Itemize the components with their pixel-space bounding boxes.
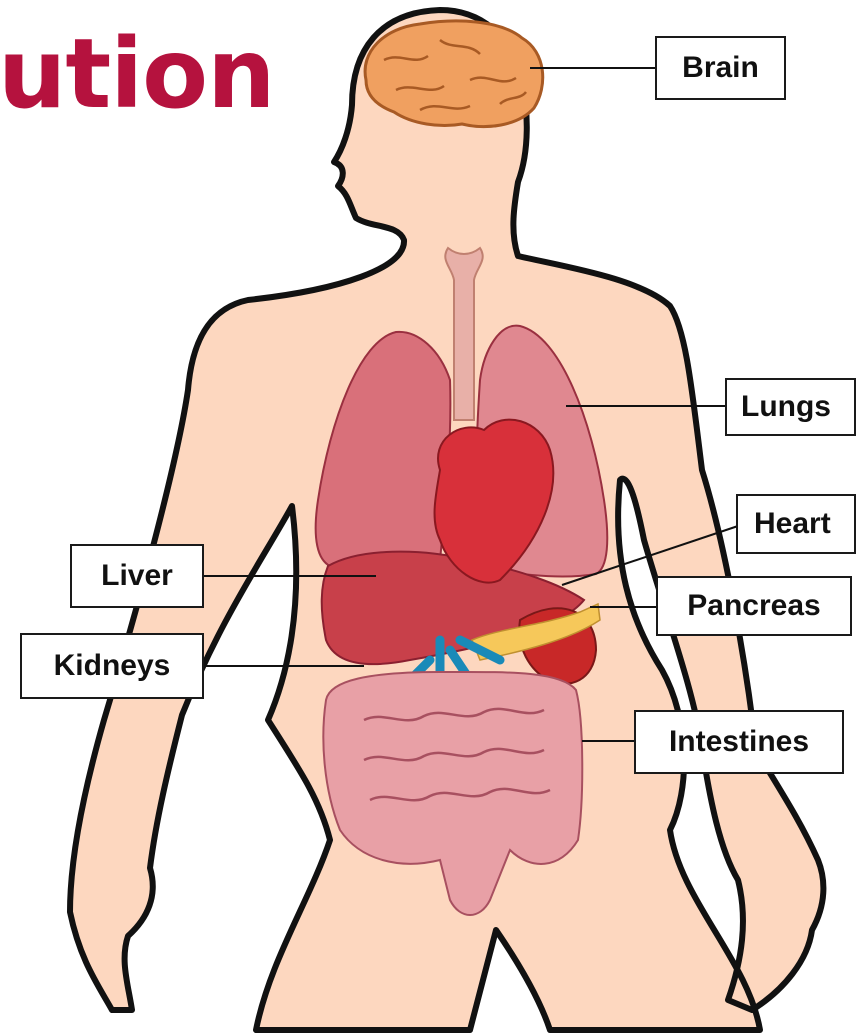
label-lungs: Lungs (725, 378, 856, 436)
label-kidneys: Kidneys (20, 633, 204, 699)
label-heart: Heart (736, 494, 856, 554)
label-brain: Brain (655, 36, 786, 100)
brain-shape (365, 21, 543, 127)
label-intestines: Intestines (634, 710, 844, 774)
label-pancreas: Pancreas (656, 576, 852, 636)
label-liver: Liver (70, 544, 204, 608)
